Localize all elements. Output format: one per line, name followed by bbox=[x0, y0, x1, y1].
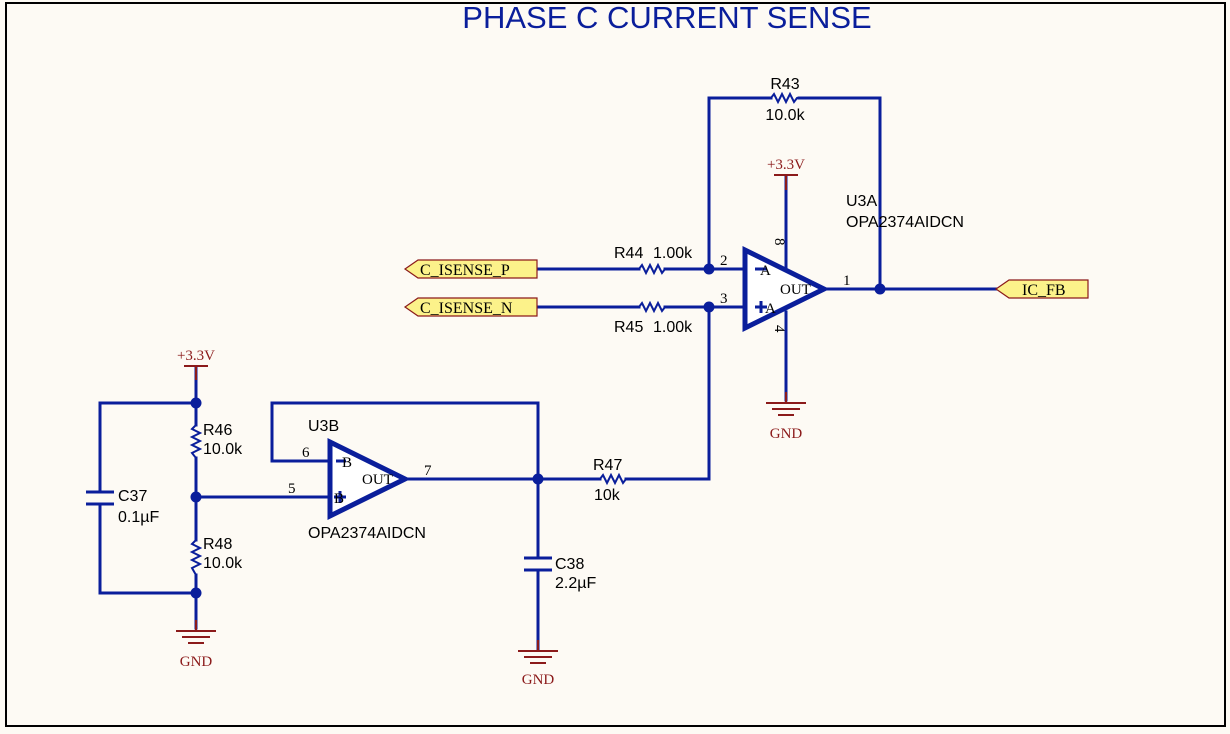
port-c-isense-p-label: C_ISENSE_P bbox=[420, 262, 510, 279]
gnd-label-c38: GND bbox=[522, 672, 555, 688]
r48-value: 10.0k bbox=[203, 555, 243, 572]
c38-value: 2.2µF bbox=[555, 575, 596, 592]
u3a-pin-2: 2 bbox=[720, 253, 728, 269]
u3b-designator: U3B bbox=[308, 418, 339, 435]
gnd-label-u3a: GND bbox=[770, 426, 803, 442]
r47-value: 10k bbox=[594, 487, 621, 504]
c38-ref: C38 bbox=[555, 556, 584, 573]
gnd-symbol-u3a bbox=[766, 392, 806, 416]
r43-value: 10.0k bbox=[765, 107, 805, 124]
sheet-border bbox=[5, 2, 1226, 727]
gnd-symbol-c38 bbox=[518, 640, 558, 664]
r47-symbol bbox=[599, 472, 627, 486]
r43-symbol bbox=[770, 91, 799, 105]
c37-symbol bbox=[86, 490, 114, 506]
gnd-symbol-divider bbox=[176, 620, 216, 644]
vcc-symbol-divider bbox=[184, 365, 208, 380]
u3a-pin-3: 3 bbox=[720, 291, 728, 307]
u3b-opamp-symbol bbox=[327, 437, 411, 521]
port-c-isense-n: C_ISENSE_N bbox=[403, 297, 538, 317]
r46-symbol bbox=[189, 424, 203, 459]
vcc-symbol-u3a bbox=[774, 174, 798, 190]
r43-ref: R43 bbox=[770, 76, 799, 93]
r48-ref: R48 bbox=[203, 536, 232, 553]
r45-symbol bbox=[638, 300, 666, 314]
sheet-title: PHASE C CURRENT SENSE bbox=[462, 0, 871, 35]
u3a-pin-1: 1 bbox=[843, 273, 851, 289]
u3a-pin-name-neg: A bbox=[760, 263, 771, 279]
junctions bbox=[190, 263, 886, 599]
u3a-designator: U3A bbox=[846, 193, 877, 210]
u3b-pin-name-neg: B bbox=[342, 455, 352, 471]
r45-value: 1.00k bbox=[653, 319, 693, 336]
vcc-label-divider: +3.3V bbox=[177, 348, 215, 364]
wires bbox=[98, 96, 1002, 652]
r47-ref: R47 bbox=[593, 457, 622, 474]
port-ic-fb: IC_FB bbox=[994, 279, 1089, 299]
r46-ref: R46 bbox=[203, 422, 232, 439]
r44-value: 1.00k bbox=[653, 245, 693, 262]
u3b-pin-name-out: OUT bbox=[362, 472, 393, 488]
port-ic-fb-label: IC_FB bbox=[1022, 282, 1066, 299]
u3b-pin-6: 6 bbox=[302, 445, 310, 461]
u3a-part-number: OPA2374AIDCN bbox=[846, 214, 964, 231]
c38-symbol bbox=[524, 556, 552, 572]
r44-symbol bbox=[638, 262, 666, 276]
gnd-label-divider: GND bbox=[180, 654, 213, 670]
r45-ref: R45 bbox=[614, 319, 643, 336]
c37-ref: C37 bbox=[118, 488, 147, 505]
port-c-isense-p: C_ISENSE_P bbox=[403, 259, 538, 279]
u3a-pin-4: 4 bbox=[771, 325, 787, 333]
u3a-pin-name-pos: A bbox=[765, 301, 776, 317]
u3a-opamp-symbol bbox=[742, 245, 830, 333]
u3a-pin-name-out: OUT bbox=[780, 282, 811, 298]
r44-ref: R44 bbox=[614, 245, 643, 262]
u3a-pin-8: 8 bbox=[771, 238, 787, 246]
vcc-label-u3a: +3.3V bbox=[767, 157, 805, 173]
c37-value: 0.1µF bbox=[118, 509, 159, 526]
u3b-part-number: OPA2374AIDCN bbox=[308, 525, 426, 542]
u3b-pin-5: 5 bbox=[288, 481, 296, 497]
u3b-pin-7: 7 bbox=[424, 463, 432, 479]
r46-value: 10.0k bbox=[203, 441, 243, 458]
u3b-pin-name-pos: B bbox=[334, 491, 344, 507]
port-c-isense-n-label: C_ISENSE_N bbox=[420, 300, 513, 317]
r48-symbol bbox=[189, 539, 203, 576]
